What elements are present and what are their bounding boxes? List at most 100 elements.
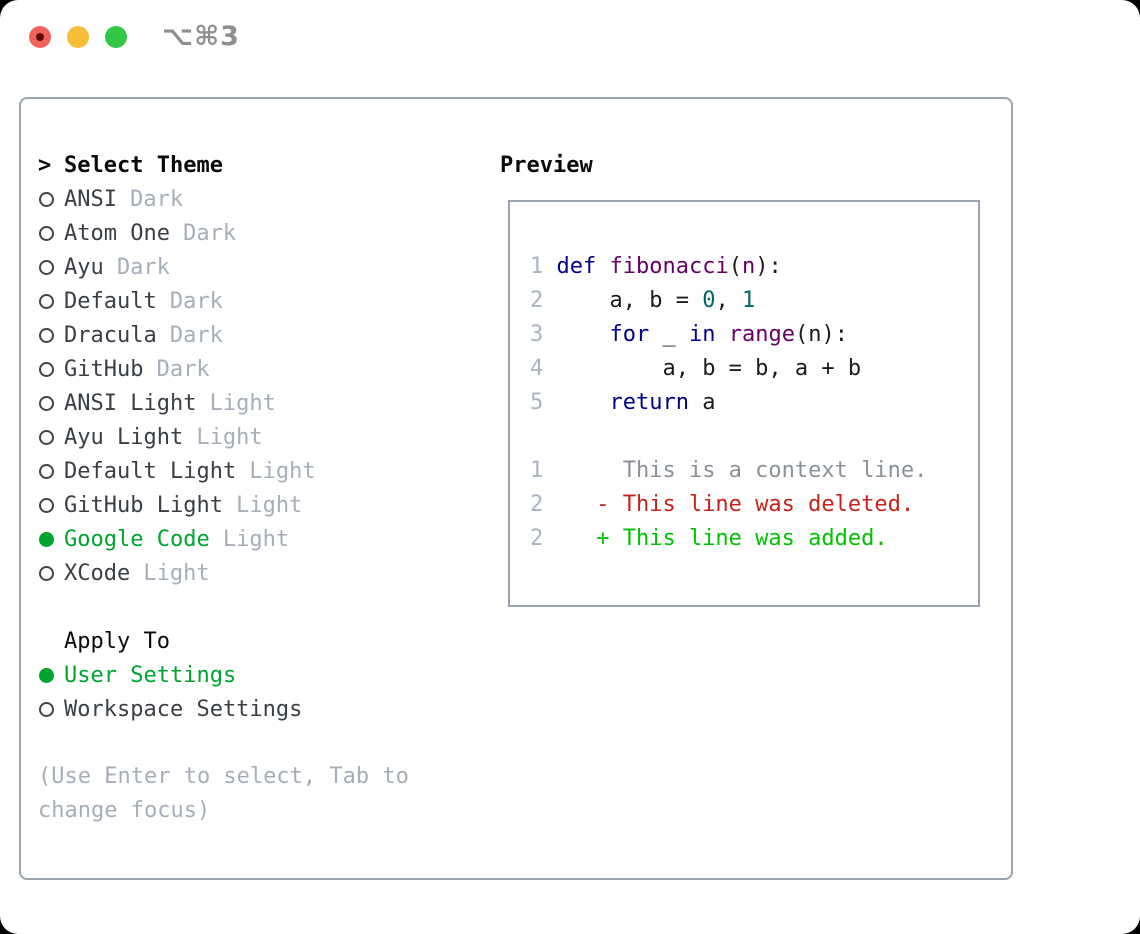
- code-token: return: [609, 390, 689, 415]
- radio-circle-icon: [39, 327, 54, 343]
- code-token: [543, 322, 609, 347]
- radio-circle-icon: [39, 497, 54, 513]
- option-label: Default: [64, 288, 157, 314]
- close-button[interactable]: [29, 26, 51, 48]
- theme-variant: Dark: [130, 186, 184, 212]
- theme-option[interactable]: XCode Light: [38, 556, 488, 590]
- code-token: [543, 254, 556, 279]
- prefix-cell: [38, 701, 64, 717]
- code-token: [596, 254, 609, 279]
- code-token: a, b =: [543, 288, 703, 313]
- option-label: GitHub: [64, 356, 144, 382]
- prefix-cell: [38, 361, 64, 377]
- theme-variant: Dark: [156, 356, 210, 382]
- theme-option[interactable]: Ayu Dark: [38, 250, 488, 284]
- code-token: fibonacci: [609, 254, 729, 279]
- radio-circle-icon: [39, 701, 54, 717]
- code-line: 1 def fibonacci(n):: [530, 250, 927, 284]
- code-token: - This line was deleted.: [543, 492, 915, 517]
- theme-variant: Light: [143, 560, 210, 586]
- code-token: (n):: [794, 322, 848, 347]
- prefix-cell: [38, 327, 64, 343]
- code-token: _: [649, 322, 689, 347]
- spacer: [38, 590, 488, 624]
- prefix-cell: [38, 463, 64, 479]
- prefix-cell: [38, 497, 64, 513]
- zoom-button[interactable]: [105, 26, 127, 48]
- theme-variant: Light: [196, 424, 263, 450]
- option-label: Workspace Settings: [64, 696, 303, 722]
- code-token: ,: [715, 288, 742, 313]
- apply-target-option[interactable]: User Settings: [38, 658, 488, 692]
- option-label: XCode: [64, 560, 131, 586]
- code-token: def: [556, 254, 597, 279]
- theme-variant: Dark: [116, 254, 170, 280]
- prefix-cell: [38, 293, 64, 309]
- window-title: ⌥⌘3: [162, 21, 240, 52]
- theme-variant: Dark: [169, 322, 223, 348]
- code-line: [530, 420, 927, 454]
- theme-variant: Light: [209, 390, 276, 416]
- radio-circle-icon: [39, 259, 54, 275]
- radio-circle-icon: [39, 565, 54, 581]
- radio-selected-icon: [39, 531, 54, 547]
- apply-target-option[interactable]: Workspace Settings: [38, 692, 488, 726]
- option-label: Ayu: [64, 254, 104, 280]
- prefix-cell: [38, 667, 64, 683]
- theme-variant: Dark: [183, 220, 237, 246]
- line-number: 4: [530, 356, 544, 381]
- code-line: 2 + This line was added.: [530, 522, 927, 556]
- radio-circle-icon: [39, 191, 54, 207]
- theme-option[interactable]: Ayu Light Light: [38, 420, 488, 454]
- cursor-caret-icon: >: [38, 152, 52, 178]
- theme-variant: Light: [249, 458, 316, 484]
- prefix-cell: [38, 531, 64, 547]
- code-token: (: [728, 254, 742, 279]
- radio-circle-icon: [39, 225, 54, 241]
- option-label: Atom One: [64, 220, 170, 246]
- code-token: in: [688, 322, 716, 347]
- line-number: 1: [530, 254, 544, 279]
- theme-option[interactable]: GitHub Dark: [38, 352, 488, 386]
- theme-option[interactable]: Atom One Dark: [38, 216, 488, 250]
- line-number: 2: [530, 492, 544, 517]
- code-line: 1 This is a context line.: [530, 454, 927, 488]
- code-token: for: [609, 322, 650, 347]
- prefix-cell: [38, 191, 64, 207]
- radio-selected-icon: [39, 667, 54, 683]
- minimize-button[interactable]: [67, 26, 89, 48]
- code-token: [543, 390, 609, 415]
- line-number: 1: [530, 458, 544, 483]
- apply-to-label: Apply To: [64, 628, 170, 654]
- option-label: Ayu Light: [64, 424, 184, 450]
- code-line: 2 a, b = 0, 1: [530, 284, 927, 318]
- theme-option[interactable]: Dracula Dark: [38, 318, 488, 352]
- preview-label: Preview: [500, 152, 593, 178]
- code-line: 3 for _ in range(n):: [530, 318, 927, 352]
- line-number: 2: [530, 288, 544, 313]
- option-label: GitHub Light: [64, 492, 223, 518]
- code-line: 5 return a: [530, 386, 927, 420]
- code-token: 1: [741, 288, 756, 313]
- code-token: This is a context line.: [543, 458, 928, 483]
- prefix-cell: [38, 225, 64, 241]
- code-token: a, b = b, a + b: [543, 356, 862, 381]
- code-token: 0: [702, 288, 716, 313]
- option-label: User Settings: [64, 662, 237, 688]
- option-label: Dracula: [64, 322, 157, 348]
- code-token: [715, 322, 728, 347]
- select-theme-label: Select Theme: [64, 152, 223, 178]
- option-label: Google Code: [64, 526, 210, 552]
- prefix-cell: [38, 395, 64, 411]
